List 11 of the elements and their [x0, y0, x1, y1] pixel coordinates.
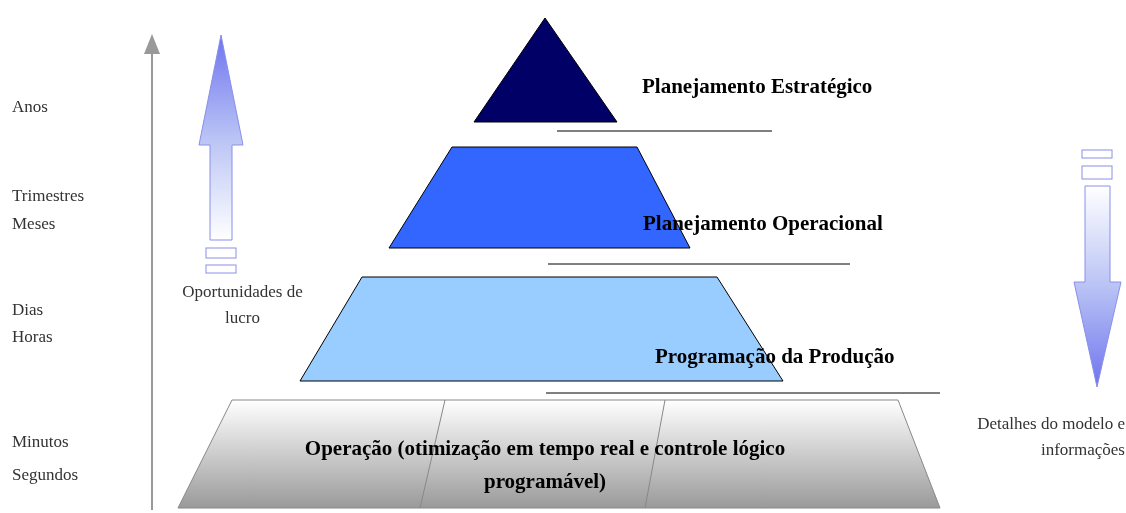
time-scale-label: Trimestres	[12, 186, 85, 206]
time-scale-label: Minutos	[12, 432, 69, 452]
tier-title: Planejamento Estratégico	[642, 74, 873, 99]
tier-title: Operação (otimização em tempo real e controle lógico programável)	[303, 435, 787, 495]
time-scale-label: Segundos	[12, 465, 79, 485]
time-scale-label: Dias	[12, 300, 44, 320]
time-scale-label: Horas	[12, 327, 53, 347]
time-scale-label: Anos	[12, 97, 48, 117]
side-note: Oportunidades de lucro	[181, 281, 304, 329]
side-note: Detalhes do modelo e informações	[976, 413, 1125, 461]
time-scale-label: Meses	[12, 214, 56, 234]
